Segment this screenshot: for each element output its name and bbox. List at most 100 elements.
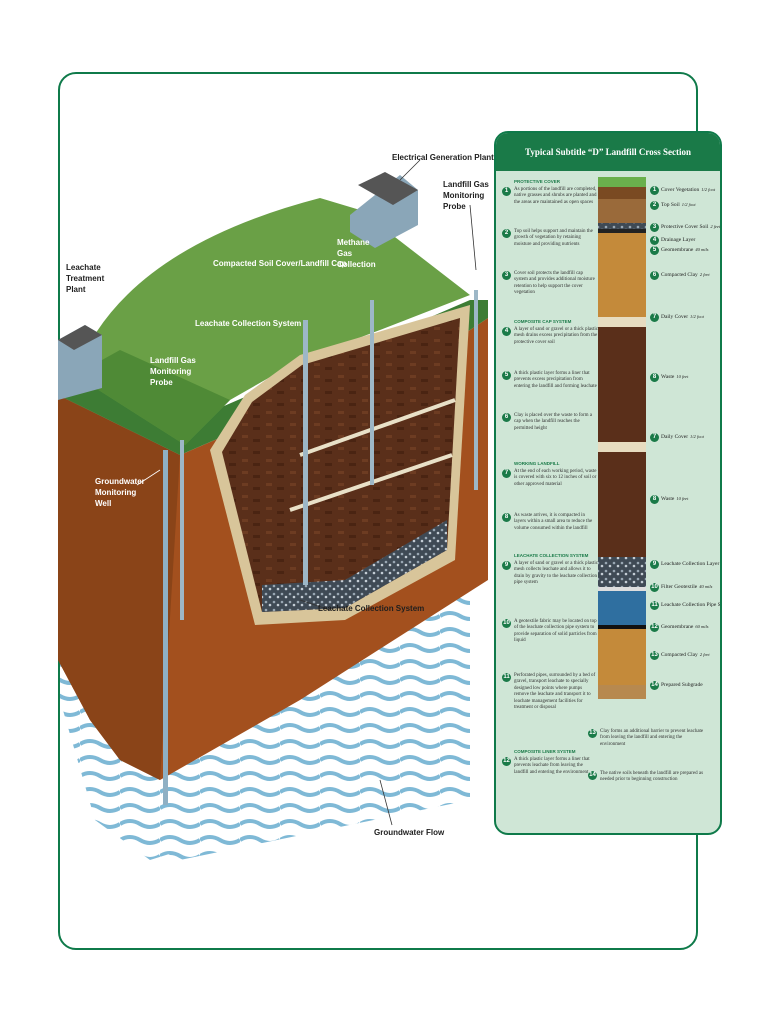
layer-number: 7 bbox=[650, 313, 659, 322]
layer-name: Leachate Collection Layer bbox=[661, 561, 720, 567]
step-text: Cover soil protects the landfill cap sys… bbox=[514, 271, 595, 296]
step-number: 13 bbox=[588, 729, 597, 738]
layer-number: 14 bbox=[650, 681, 659, 690]
methane-well-2 bbox=[370, 300, 374, 485]
label-gas-probe-left: Landfill Gas Monitoring Probe bbox=[150, 356, 196, 387]
layer-name: Waste bbox=[661, 374, 675, 380]
gas-probe-right bbox=[474, 290, 478, 490]
step-number: 10 bbox=[502, 619, 511, 628]
layer-name: Top Soil bbox=[661, 202, 680, 208]
label-leachate-collection-top: Leachate Collection System bbox=[195, 319, 302, 328]
layer-number: 8 bbox=[650, 495, 659, 504]
layer-number: 9 bbox=[650, 560, 659, 569]
groundwater-zone-lower bbox=[100, 690, 470, 860]
layer-size: 1/2 foot bbox=[681, 202, 696, 207]
section-leachate: LEACHATE COLLECTION SYSTEM bbox=[514, 553, 589, 558]
step-number: 5 bbox=[502, 371, 511, 380]
layer-name: Waste bbox=[661, 496, 675, 502]
step-number: 3 bbox=[502, 271, 511, 280]
layer-number: 2 bbox=[650, 201, 659, 210]
step-text: Clay forms an additional barrier to prev… bbox=[600, 729, 704, 747]
layer-number: 4 bbox=[650, 236, 659, 245]
label-gas-probe-right: Landfill Gas Monitoring Probe bbox=[443, 180, 489, 211]
layer-size: 1/2 foot bbox=[701, 187, 716, 192]
section-protective: PROTECTIVE COVER bbox=[514, 179, 561, 184]
layer-name: Protective Cover Soil bbox=[661, 224, 709, 230]
layer-number: 1 bbox=[650, 186, 659, 195]
layer-size: 2 feet bbox=[710, 224, 721, 229]
label-leachate-plant: Leachate Treatment Plant bbox=[66, 263, 105, 294]
layer-name: Geomembrane bbox=[661, 247, 694, 253]
step-number: 1 bbox=[502, 187, 511, 196]
step-text: Top soil helps support and maintain the … bbox=[514, 229, 593, 247]
monitoring-well bbox=[163, 450, 168, 805]
leachate-treatment-plant bbox=[58, 325, 102, 400]
step-text: The native soils beneath the landfill ar… bbox=[600, 771, 704, 783]
step-number: 2 bbox=[502, 229, 511, 238]
layer-size: 10 feet bbox=[676, 496, 689, 501]
layer-name: Cover Vegetation bbox=[661, 187, 700, 193]
layer-size: 1 foot bbox=[721, 561, 722, 566]
layer-number: 13 bbox=[650, 651, 659, 660]
layer-number: 8 bbox=[650, 373, 659, 382]
label-groundwater-flow: Groundwater Flow bbox=[374, 828, 445, 837]
section-liner: COMPOSITE LINER SYSTEM bbox=[514, 749, 576, 754]
step-number: 9 bbox=[502, 561, 511, 570]
cell-drainage bbox=[262, 520, 447, 612]
step-number: 6 bbox=[502, 413, 511, 422]
landfill-cap-side bbox=[75, 350, 230, 445]
layer-label: Prepared Subgrade bbox=[661, 682, 705, 688]
methane-well bbox=[303, 320, 308, 585]
step-text: A thick plastic layer forms a liner that… bbox=[514, 757, 590, 775]
step-text: Clay is placed over the waste to form a … bbox=[514, 413, 593, 431]
electrical-generation-plant bbox=[350, 172, 418, 248]
layer-label: Leachate Collection Pipe System1 foot bbox=[661, 602, 721, 608]
layer-label: Drainage Layer bbox=[661, 237, 697, 243]
layer-number: 6 bbox=[650, 271, 659, 280]
layer-name: Prepared Subgrade bbox=[661, 682, 703, 688]
panel-title: Typical Subtitle “D” Landfill Cross Sect… bbox=[496, 133, 720, 171]
layer-column bbox=[598, 177, 646, 699]
step-text: A geotextile fabric may be located on to… bbox=[514, 619, 597, 644]
layer-name: Leachate Collection Pipe System bbox=[661, 602, 721, 608]
layer-name: Daily Cover bbox=[661, 314, 689, 320]
step-text: As waste arrives, it is compacted in lay… bbox=[514, 513, 593, 531]
layer-size: 1/2 foot bbox=[690, 434, 704, 439]
section-composite-cap: COMPOSITE CAP SYSTEM bbox=[514, 319, 572, 324]
layer-number: 3 bbox=[650, 223, 659, 232]
layer-size: 2 feet bbox=[699, 652, 710, 657]
step-number: 8 bbox=[502, 513, 511, 522]
layer-number: 5 bbox=[650, 246, 659, 255]
gas-probe-left bbox=[180, 440, 184, 620]
label-electrical-plant: Electrical Generation Plant bbox=[392, 153, 494, 162]
layer-name: Filter Geotextile bbox=[661, 584, 698, 590]
layer-number: 10 bbox=[650, 583, 659, 592]
layer-number: 11 bbox=[650, 601, 659, 610]
step-number: 11 bbox=[502, 673, 511, 682]
cross-section-panel: Typical Subtitle “D” Landfill Cross Sect… bbox=[494, 131, 722, 835]
layer-number: 12 bbox=[650, 623, 659, 632]
step-number: 12 bbox=[502, 757, 511, 766]
section-working: WORKING LANDFILL bbox=[514, 461, 560, 466]
layer-size: 1/2 foot bbox=[690, 314, 704, 319]
layer-name: Daily Cover bbox=[661, 434, 689, 440]
layer-size: 40 mils bbox=[695, 247, 709, 252]
step-number: 14 bbox=[588, 771, 597, 780]
label-soil-cover: Compacted Soil Cover/Landfill Cap bbox=[213, 259, 347, 268]
layer-number: 7 bbox=[650, 433, 659, 442]
layer-name: Drainage Layer bbox=[661, 237, 696, 243]
step-number: 7 bbox=[502, 469, 511, 478]
